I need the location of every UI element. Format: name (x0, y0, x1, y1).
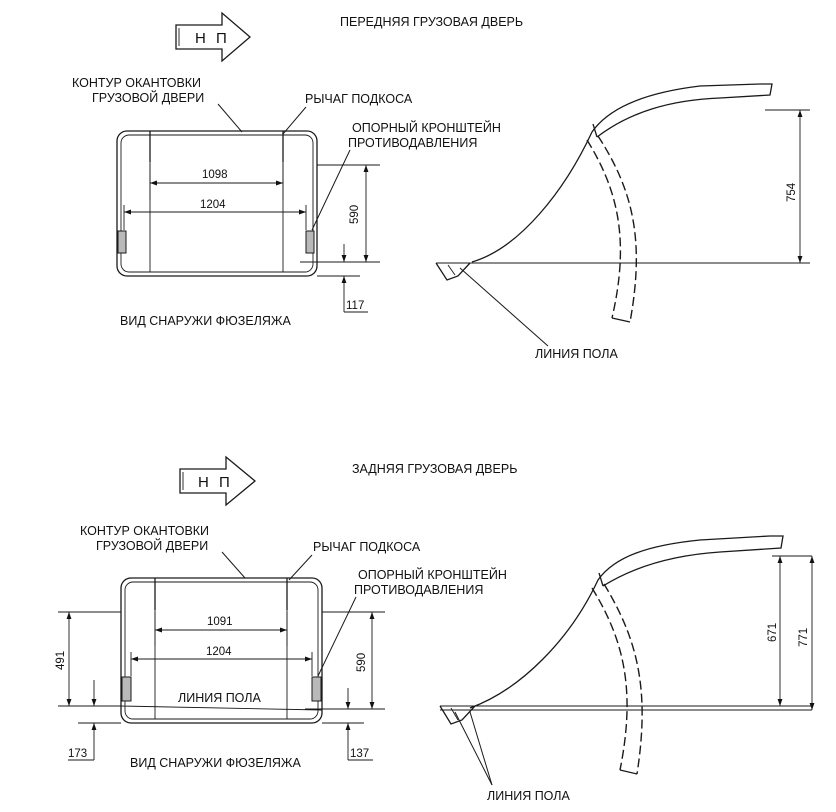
front-strut-leader (282, 106, 307, 135)
rear-direction-label: Н П (198, 474, 233, 491)
front-bracket-label-line1: ОПОРНЫЙ КРОНШТЕЙН (352, 120, 501, 135)
front-dim-1204: 1204 (200, 199, 226, 211)
rear-door-title: ЗАДНЯЯ ГРУЗОВАЯ ДВЕРЬ (352, 462, 517, 476)
front-contour-label-line1: КОНТУР ОКАНТОВКИ (72, 76, 201, 90)
front-side-profile: 754 (435, 83, 810, 347)
rear-floor-leader-2 (469, 711, 493, 786)
front-door-section: Н П ПЕРЕДНЯЯ ГРУЗОВАЯ ДВЕРЬ КОНТУР ОКАНТ… (72, 11, 810, 361)
rear-contour-label-line1: КОНТУР ОКАНТОВКИ (80, 524, 209, 538)
rear-side-profile: 671 771 (439, 535, 815, 786)
rear-dim-590-rear: 590 (356, 653, 368, 672)
rear-inside-floor-label: ЛИНИЯ ПОЛА (178, 691, 261, 705)
rear-contour-leader (221, 551, 246, 579)
front-dim-590: 590 (349, 205, 361, 224)
rear-strut-lever-label: РЫЧАГ ПОДКОСА (313, 540, 421, 554)
rear-dimensions: 1091 1204 590 491 173 137 (55, 611, 385, 761)
rear-dim-173: 173 (68, 748, 87, 760)
rear-dim-491: 491 (55, 651, 67, 670)
rear-door-outline (120, 577, 323, 724)
front-dimensions: 1098 1204 590 117 (123, 163, 380, 313)
rear-contour-label-line2: ГРУЗОВОЙ ДВЕРИ (96, 538, 208, 553)
rear-dim-1204-rear: 1204 (206, 646, 232, 658)
front-door-title: ПЕРЕДНЯЯ ГРУЗОВАЯ ДВЕРЬ (340, 15, 523, 29)
rear-door-section: Н П ЗАДНЯЯ ГРУЗОВАЯ ДВЕРЬ КОНТУР ОКАНТОВ… (55, 455, 815, 803)
rear-dim-137: 137 (350, 748, 369, 760)
front-dim-754: 754 (786, 182, 798, 202)
front-bracket-leader (311, 149, 351, 231)
rear-left-bracket-pad (121, 676, 132, 702)
rear-inside-floor-line (120, 705, 323, 711)
rear-right-bracket-pad (311, 676, 322, 702)
rear-view-label: ВИД СНАРУЖИ ФЮЗЕЛЯЖА (130, 756, 301, 770)
front-bracket-label-line2: ПРОТИВОДАВЛЕНИЯ (348, 136, 477, 150)
front-view-label: ВИД СНАРУЖИ ФЮЗЕЛЯЖА (120, 314, 291, 328)
rear-dim-1091: 1091 (207, 616, 233, 628)
rear-bracket-leader (317, 596, 357, 677)
rear-dim-771: 771 (798, 628, 810, 647)
front-floor-line-leader (459, 267, 549, 347)
front-left-bracket-pad (117, 230, 127, 254)
rear-bracket-label-line1: ОПОРНЫЙ КРОНШТЕЙН (358, 567, 507, 582)
front-dim-117: 117 (346, 300, 364, 312)
front-dim-1098: 1098 (202, 169, 228, 181)
rear-direction-arrow: Н П (179, 455, 257, 507)
front-door-outline (116, 130, 318, 277)
rear-floor-line-label: ЛИНИЯ ПОЛА (487, 789, 570, 803)
rear-strut-leader (288, 554, 313, 581)
rear-dim-671: 671 (767, 623, 779, 642)
front-strut-lever-label: РЫЧАГ ПОДКОСА (305, 92, 413, 106)
front-floor-line-label: ЛИНИЯ ПОЛА (535, 347, 618, 361)
front-right-bracket-pad (305, 230, 315, 254)
rear-bracket-label-line2: ПРОТИВОДАВЛЕНИЯ (354, 583, 483, 597)
front-contour-label-line2: ГРУЗОВОЙ ДВЕРИ (92, 90, 204, 105)
front-direction-label: Н П (195, 30, 230, 47)
front-direction-arrow: Н П (175, 11, 251, 63)
front-contour-leader (217, 103, 243, 133)
rear-floor-leader-1 (454, 711, 493, 786)
